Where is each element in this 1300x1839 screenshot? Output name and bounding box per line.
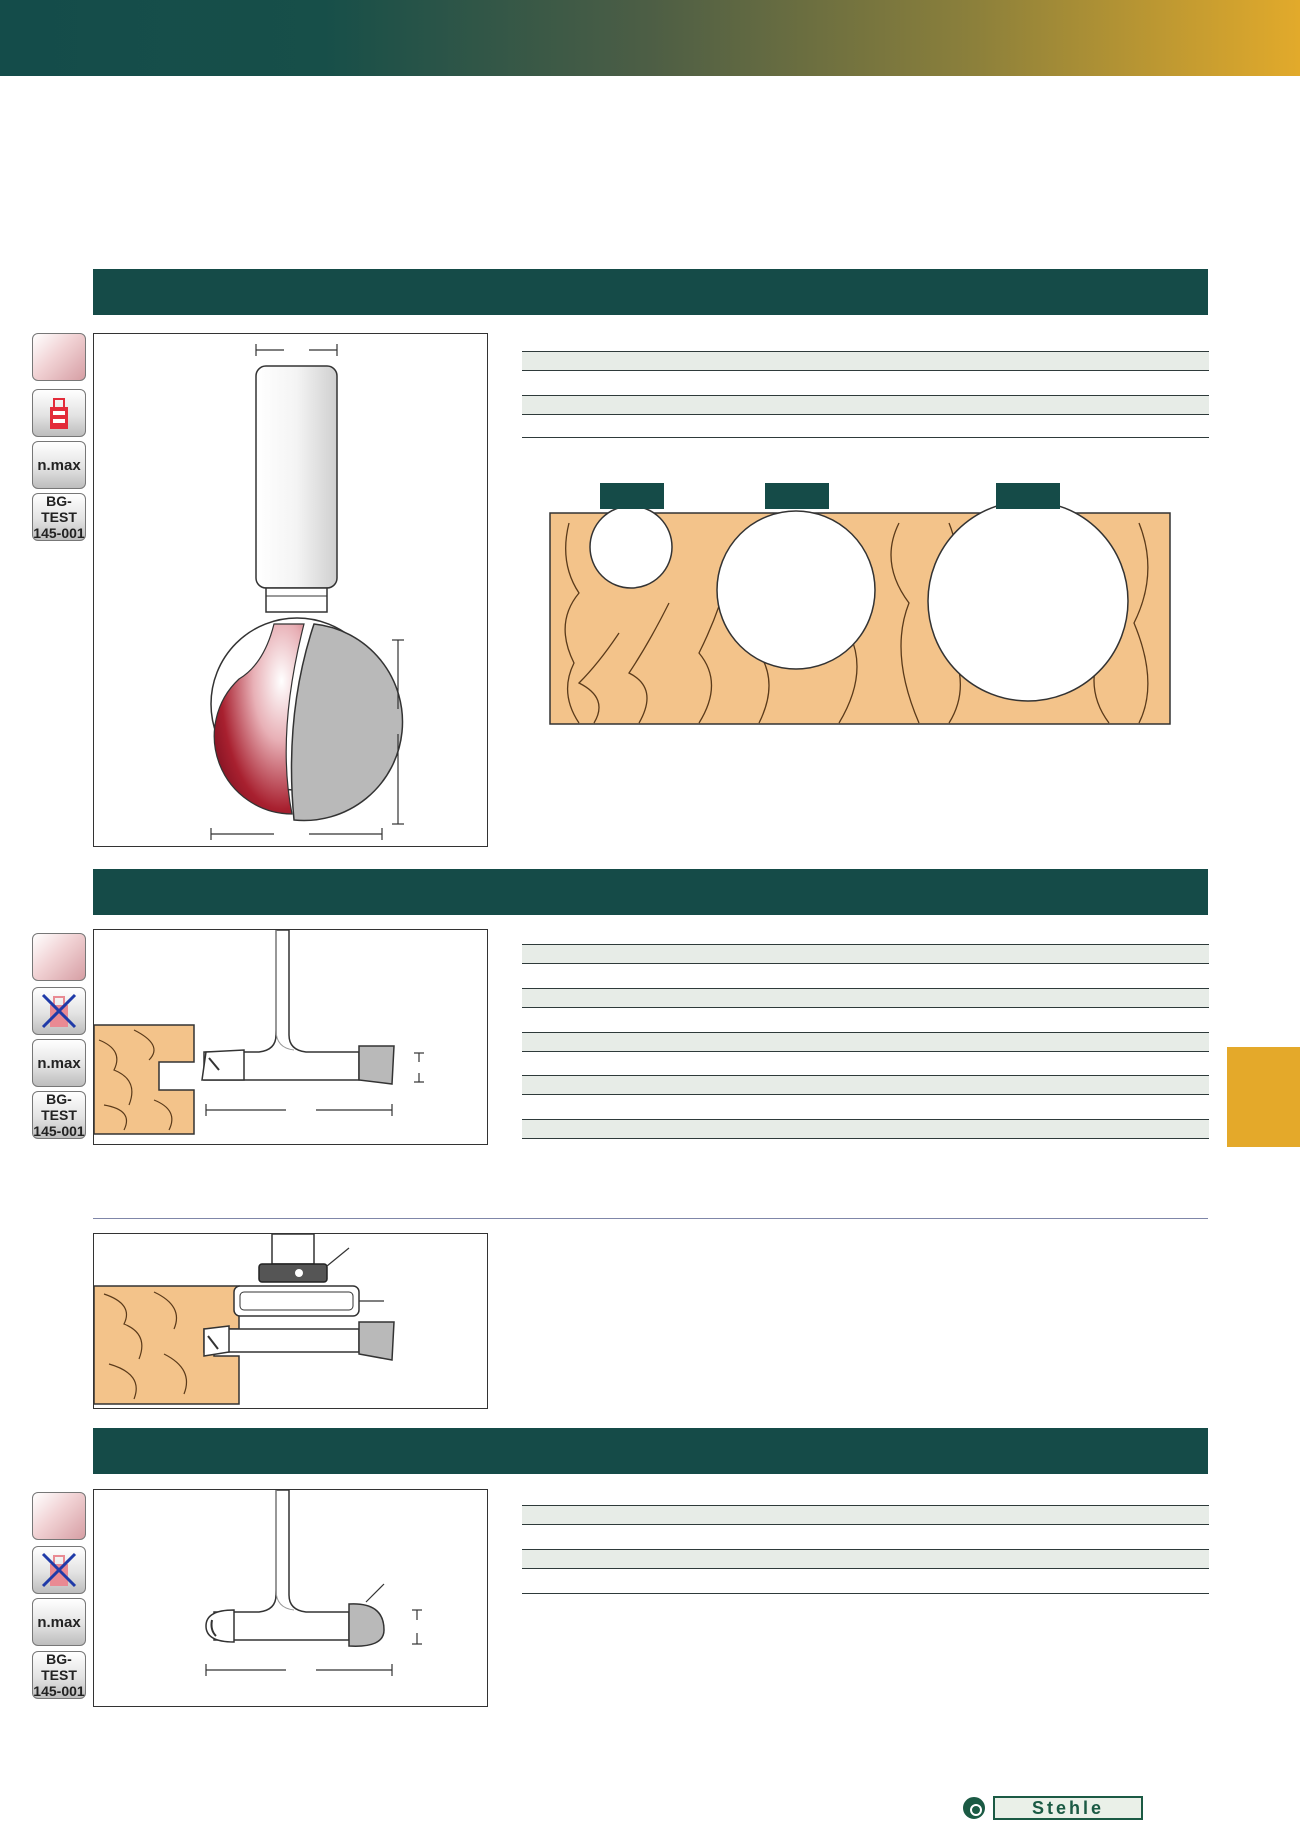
stehle-logo: Stehle [963,1796,1143,1820]
header-gradient-bar [0,0,1300,76]
brand-name: Stehle [1031,1798,1105,1818]
nmax-badge: n.max [32,1039,86,1087]
nmax-badge: n.max [32,441,86,489]
nmax-label: n.max [37,456,81,474]
spec-table-row [522,1549,1209,1569]
bg-test-badge: BG-TEST 145-001 [32,493,86,541]
ball-cutter-drawing-panel [93,333,488,847]
dovetail-cutter-drawing [94,930,424,1135]
spec-table-row [522,395,1209,415]
spec-table-row [522,1119,1209,1139]
material-icon [32,1492,86,1540]
spec-table-row [522,1032,1209,1052]
bg-test-line2: 145-001 [33,1683,85,1699]
hand-feed-not-allowed-icon [32,1546,86,1594]
dovetail-cutter-drawing-panel [93,929,488,1145]
bg-test-line1: BG-TEST [41,1091,77,1123]
section-separator [93,1218,1208,1219]
bg-test-line2: 145-001 [33,525,85,541]
stehle-logo-mark-icon [963,1797,985,1819]
bg-test-line2: 145-001 [33,1123,85,1139]
bg-test-line1: BG-TEST [41,1651,77,1683]
nmax-label: n.max [37,1613,81,1631]
nmax-label: n.max [37,1054,81,1072]
bg-test-badge: BG-TEST 145-001 [32,1091,86,1139]
round-slot-cutter-drawing-panel [93,1489,488,1707]
wood-profile-diagram [549,483,1171,725]
section-bar-dovetail-cutter [93,869,1208,915]
round-slot-cutter-drawing [205,1490,422,1676]
hand-feed-not-allowed-icon [32,987,86,1035]
section-bar-round-slot-cutter [93,1428,1208,1474]
hand-feed-allowed-icon [32,389,86,437]
spec-table-rule [522,437,1209,438]
bg-test-badge: BG-TEST 145-001 [32,1651,86,1699]
material-icon [32,333,86,381]
section-bar-ball-cutter [93,269,1208,315]
spec-table-row [522,351,1209,371]
spec-table-rule [522,1593,1209,1594]
spec-table-row [522,988,1209,1008]
chapter-side-tab [1227,1047,1300,1147]
nmax-badge: n.max [32,1598,86,1646]
spec-table-row [522,1075,1209,1095]
bg-test-line1: BG-TEST [41,493,77,525]
bearing-setup-drawing [94,1234,395,1405]
stehle-logo-wordmark: Stehle [993,1796,1143,1820]
bearing-setup-drawing-panel [93,1233,488,1409]
material-icon [32,933,86,981]
spec-table-row [522,944,1209,964]
ball-cutter-drawing [210,344,404,840]
spec-table-row [522,1505,1209,1525]
